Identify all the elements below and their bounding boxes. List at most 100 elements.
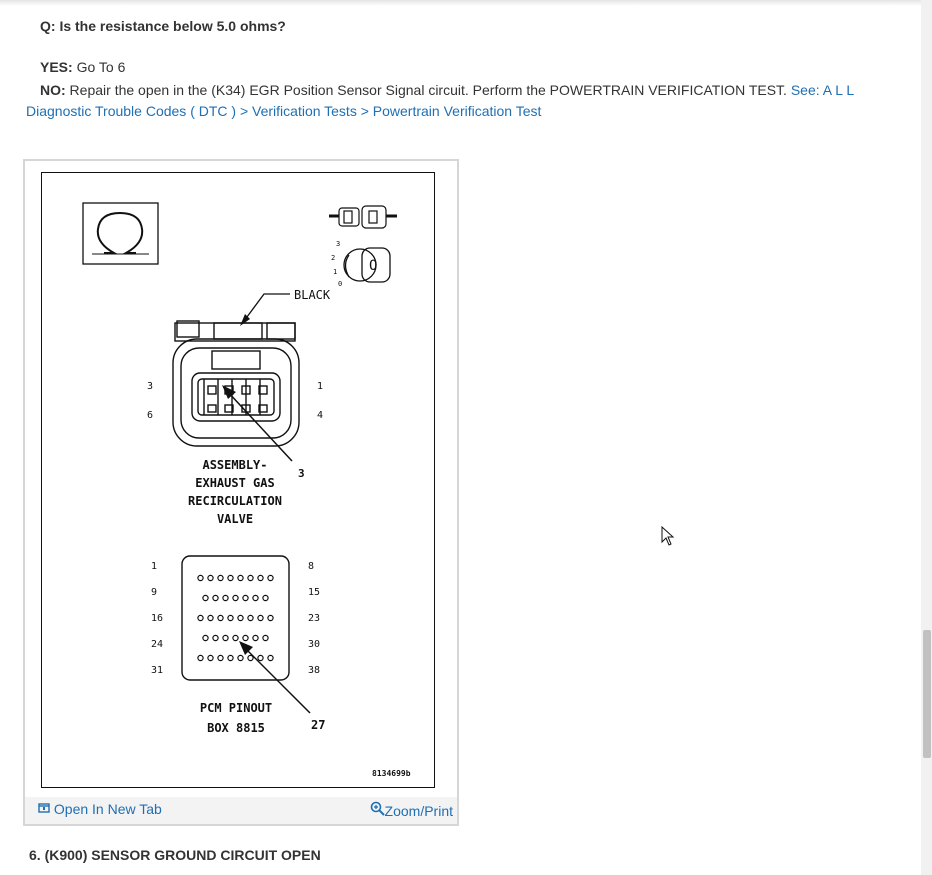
pcm-pin [262,634,269,642]
pcm-pin [227,574,234,582]
svg-text:O: O [369,258,377,274]
pcm-pins [197,574,274,662]
open-in-new-tab-label: Open In New Tab [53,801,162,817]
egr-caption-line2: EXHAUST GAS [195,476,274,490]
meter-scale-2: 2 [331,254,335,262]
pcm-pin [252,634,259,642]
pcm-pin [212,634,219,642]
yes-answer: YES: Go To 6 [40,59,125,75]
pcm-pin [257,654,264,662]
pcm-pin [257,574,264,582]
no-answer: NO: Repair the open in the (K34) EGR Pos… [26,80,911,122]
cursor-icon [661,526,675,546]
pcm-pin [197,574,204,582]
figure-id: 8134699b [372,769,411,778]
diagram-figure: O 3 2 1 0 BLACK [23,159,459,826]
egr-caption-line3: RECIRCULATION [188,494,282,508]
pcm-pin [267,574,274,582]
pcm-pointer-label: 27 [311,718,325,732]
pcm-right-15: 15 [308,587,320,598]
pcm-pin [217,574,224,582]
pcm-pin [207,574,214,582]
no-text: Repair the open in the (K34) EGR Positio… [65,82,791,98]
next-step-heading: 6. (K900) SENSOR GROUND CIRCUIT OPEN [29,847,321,863]
pcm-pin [252,594,259,602]
pcm-pin [237,654,244,662]
figure-toolbar: Open In New Tab Zoom/Print [25,797,457,824]
wiring-diagram: O 3 2 1 0 BLACK [82,202,411,778]
pcm-pin [242,634,249,642]
pcm-right-30: 30 [308,639,320,650]
meter-dial-icon: O [343,247,391,283]
pcm-pin [212,594,219,602]
black-label-leader [243,293,290,322]
vertical-scrollbar[interactable] [921,0,932,875]
egr-pin-4: 4 [317,410,323,421]
no-label: NO: [40,82,66,98]
pcm-pin [222,594,229,602]
scrollbar-thumb[interactable] [923,630,931,758]
pcm-caption-line2: BOX 8815 [207,721,265,735]
pcm-left-16: 16 [151,613,163,624]
pcm-pin [267,654,274,662]
zoom-print-button[interactable]: Zoom/Print [370,801,453,819]
pcm-pin [242,594,249,602]
pcm-pin [197,614,204,622]
pcm-pin [222,634,229,642]
pcm-pin [232,594,239,602]
pcm-caption-line1: PCM PINOUT [200,701,272,715]
pcm-pin [257,614,264,622]
zoom-icon [370,801,385,816]
pcm-pin [202,594,209,602]
pcm-pin [202,634,209,642]
pcm-pin [197,654,204,662]
yes-label: YES: [40,59,73,75]
diagram-frame: O 3 2 1 0 BLACK [41,172,435,788]
pcm-pin [247,654,254,662]
pcm-left-9: 9 [151,587,157,598]
zoom-print-label: Zoom/Print [384,803,453,819]
top-shadow [0,0,932,6]
pcm-left-24: 24 [151,639,163,650]
pcm-pin [262,594,269,602]
meter-scale-0: 0 [338,280,342,288]
pcm-pin [227,654,234,662]
pcm-left-1: 1 [151,561,157,572]
pcm-pinout-box [181,555,290,681]
pcm-pin [247,574,254,582]
egr-connector [172,320,300,447]
ohm-icon [82,202,159,265]
pcm-pin [207,654,214,662]
pcm-pin [207,614,214,622]
egr-pin-arrow [226,390,293,462]
meter-scale-1: 1 [333,268,337,276]
yes-text: Go To 6 [72,59,126,75]
pcm-pin [217,654,224,662]
open-in-new-tab-button[interactable]: Open In New Tab [38,801,162,817]
pcm-right-8: 8 [308,561,314,572]
pcm-pin [232,634,239,642]
meter-scale-3: 3 [336,240,340,248]
egr-caption-line4: VALVE [217,512,253,526]
egr-pin-1: 1 [317,381,323,392]
pcm-pin-arrow [243,646,311,714]
question-text: Q: Is the resistance below 5.0 ohms? [40,18,286,34]
egr-pin-3: 3 [147,381,153,392]
egr-pointer-label: 3 [298,467,305,480]
pcm-pin [237,574,244,582]
pcm-pin [217,614,224,622]
verification-test-link[interactable]: See: A L L Diagnostic Trouble Codes ( DT… [26,82,854,119]
pcm-right-23: 23 [308,613,320,624]
pcm-pin [247,614,254,622]
egr-caption-line1: ASSEMBLY- [202,458,267,472]
pcm-pin [227,614,234,622]
black-wire-label: BLACK [294,288,331,302]
pcm-left-31: 31 [151,665,163,676]
pcm-pin [267,614,274,622]
connector-probe-icon [329,205,397,229]
egr-pin-6: 6 [147,410,153,421]
egr-caption: ASSEMBLY- EXHAUST GAS RECIRCULATION VALV… [188,458,282,526]
pcm-pin [237,614,244,622]
open-new-tab-icon [38,803,50,813]
